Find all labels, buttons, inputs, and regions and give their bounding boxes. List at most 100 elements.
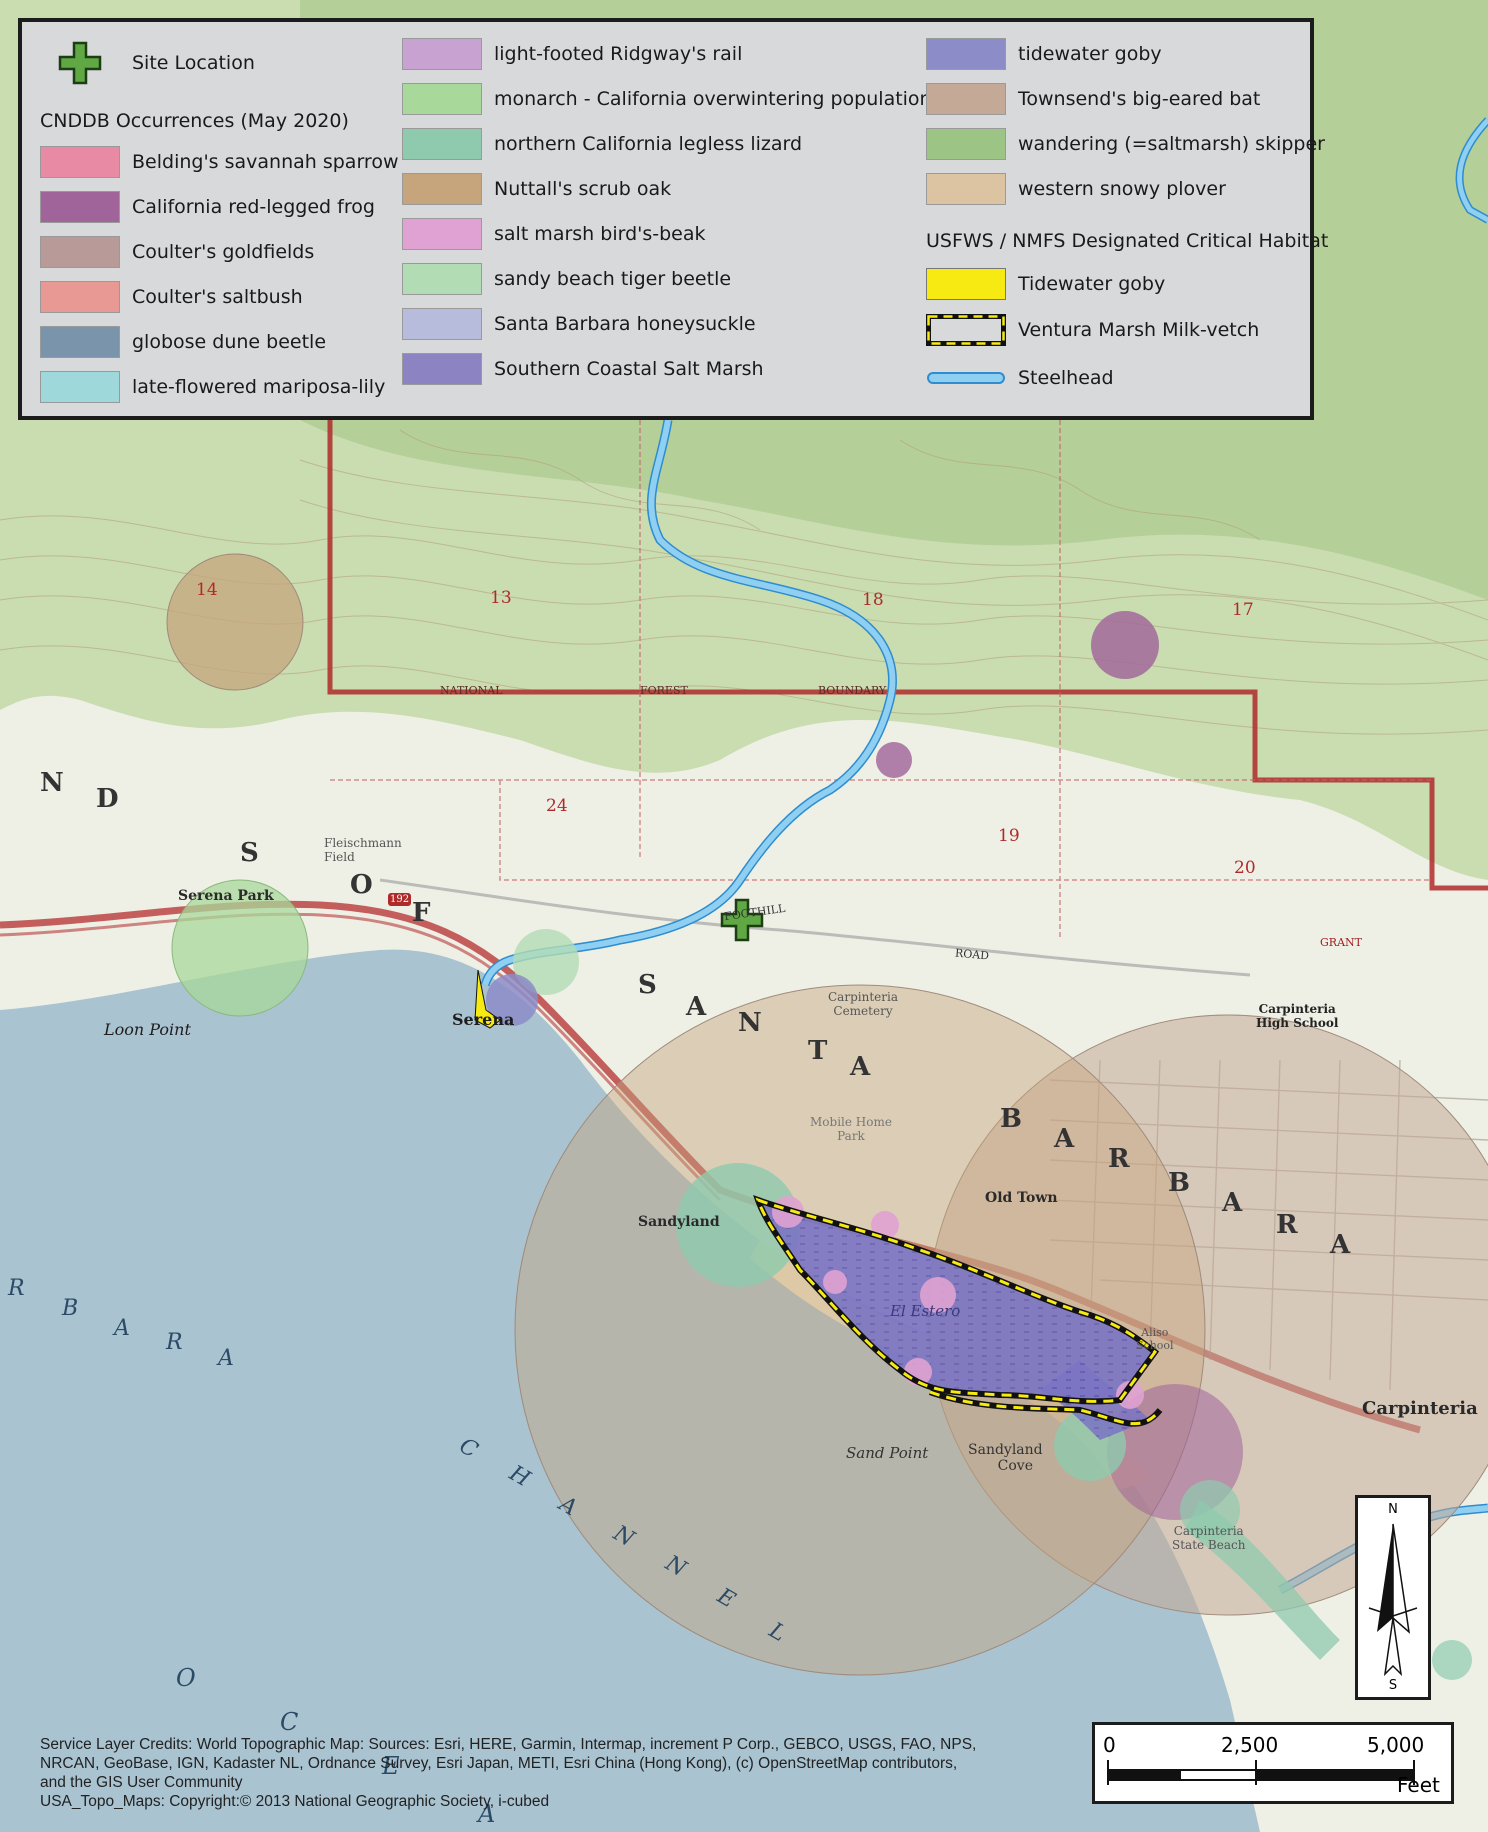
legend-item-label: western snowy plover <box>1018 178 1226 200</box>
label-boundary: BOUNDARY <box>818 684 887 697</box>
section-grid <box>330 420 1432 940</box>
ocean-letter: E <box>382 1752 400 1780</box>
label-fleischmann-line1: Fleischmann <box>324 836 402 850</box>
ventura-marsh-milk-vetch-lower[interactable] <box>929 1390 1162 1426</box>
label-school-line1: Aliso <box>1141 1326 1169 1339</box>
county-letter: A <box>1222 1188 1243 1218</box>
county-letter: S <box>638 970 657 1000</box>
label-el-estero: El Estero <box>890 1302 961 1320</box>
legend-critical-label: Steelhead <box>1018 367 1114 389</box>
legend-item-label: late-flowered mariposa-lily <box>132 376 386 398</box>
legend-item-label: California red-legged frog <box>132 196 375 218</box>
ocean <box>0 949 1260 1832</box>
label-carpinteria-high-school: Carpinteria High School <box>1256 1002 1338 1030</box>
label-section-14: 14 <box>196 580 218 600</box>
label-fleischmann-field: Fleischmann Field <box>324 836 402 864</box>
southern-coastal-salt-marsh[interactable] <box>758 1200 1155 1402</box>
channel-letter: R <box>8 1276 25 1301</box>
county-letter: O <box>350 870 373 900</box>
label-mobile-home-line2: Park <box>837 1129 865 1143</box>
label-section-24: 24 <box>546 796 568 816</box>
legend-critical-heading: USFWS / NMFS Designated Critical Habitat <box>926 230 1329 252</box>
scale-tick-5000: 5,000 <box>1367 1733 1425 1757</box>
legend-item-label: Southern Coastal Salt Marsh <box>494 358 764 380</box>
tidewater-goby-critical-habitat[interactable] <box>474 969 501 1029</box>
legend-item-label: Nuttall's scrub oak <box>494 178 672 200</box>
north-arrow: N S <box>1355 1495 1431 1700</box>
county-letter: S <box>240 838 259 868</box>
label-section-18: 18 <box>862 590 884 610</box>
legend-swatch <box>40 146 120 178</box>
scale-segment-fill <box>1109 1771 1181 1779</box>
site-location-marker[interactable] <box>720 898 764 942</box>
freeway-lane <box>0 912 722 1202</box>
county-letter: F <box>412 898 431 928</box>
legend-swatch <box>402 173 482 205</box>
occurrence-tidewater-goby-serena[interactable] <box>486 974 538 1026</box>
legend-item-label: Santa Barbara honeysuckle <box>494 313 756 335</box>
occurrence-beach-strip[interactable] <box>1185 1500 1340 1660</box>
occurrence-salt-marsh-birds-beak[interactable] <box>823 1270 847 1294</box>
occurrence-salt-marsh-birds-beak[interactable] <box>920 1277 956 1313</box>
legend-item-label: Coulter's goldfields <box>132 241 315 263</box>
legend-swatch <box>402 38 482 70</box>
label-sandyland: Sandyland <box>638 1214 720 1230</box>
county-letter: R <box>1108 1144 1130 1174</box>
county-letter: N <box>40 768 64 798</box>
site-location-icon <box>58 41 102 85</box>
legend-item-label: salt marsh bird's-beak <box>494 223 706 245</box>
county-letter: B <box>1000 1104 1022 1134</box>
legend-item-label: globose dune beetle <box>132 331 327 353</box>
label-sandyland-cove-line1: Sandyland <box>968 1442 1043 1458</box>
ocean-letter: C <box>280 1708 299 1736</box>
legend-swatch <box>402 83 482 115</box>
label-loon-point: Loon Point <box>104 1020 191 1039</box>
scale-unit: Feet <box>1397 1773 1440 1797</box>
ventura-marsh-milk-vetch[interactable] <box>755 1197 1158 1403</box>
county-letter: A <box>1054 1124 1075 1154</box>
occurrence-legless-lizard-east[interactable] <box>1432 1640 1472 1680</box>
legend-critical-label: Tidewater goby <box>1018 273 1166 295</box>
scale-segment-2 <box>1255 1769 1415 1781</box>
label-cemetery-line1: Carpinteria <box>828 990 898 1004</box>
occurrence-california-red-legged-frog[interactable] <box>1091 611 1159 679</box>
label-section-20: 20 <box>1234 858 1256 878</box>
occurrence-monarch[interactable] <box>171 879 309 1017</box>
legend-swatch <box>40 371 120 403</box>
legend-swatch <box>926 173 1006 205</box>
legend-swatch <box>402 353 482 385</box>
county-letter: A <box>1330 1230 1351 1260</box>
occurrence-northern-california-legless-lizard[interactable] <box>676 1163 800 1287</box>
county-letter: D <box>96 784 119 814</box>
occurrence-red-legged-frog-creek[interactable] <box>876 742 912 778</box>
steelhead-creek-upper-fill <box>1457 118 1488 223</box>
occurrence-salt-marsh-birds-beak[interactable] <box>871 1211 899 1239</box>
credits-line: USA_Topo_Maps: Copyright:© 2013 National… <box>40 1793 550 1810</box>
label-carpinteria-cemetery: Carpinteria Cemetery <box>828 990 898 1018</box>
occurrence-sandy-beach-tiger-beetle[interactable] <box>513 929 579 995</box>
legend-swatch <box>40 236 120 268</box>
occurrence-salt-marsh-birds-beak[interactable] <box>1116 1381 1144 1409</box>
legend-swatch <box>40 281 120 313</box>
legend-swatch <box>926 128 1006 160</box>
legend-item-label: tidewater goby <box>1018 43 1162 65</box>
map-legend: Site Location CNDDB Occurrences (May 202… <box>18 18 1328 420</box>
legend-cnddb-heading: CNDDB Occurrences (May 2020) <box>40 110 349 132</box>
legend-item-label: northern California legless lizard <box>494 133 803 155</box>
foothill-road <box>379 878 1251 977</box>
label-high-school-line2: High School <box>1256 1016 1339 1030</box>
legend-critical-label: Ventura Marsh Milk-vetch <box>1018 319 1260 341</box>
channel-letter: A <box>218 1346 234 1371</box>
credits-line: Service Layer Credits: World Topographic… <box>40 1736 977 1753</box>
label-sandyland-cove-line2: Cove <box>997 1458 1033 1474</box>
south-label: S <box>1388 1678 1398 1693</box>
legend-swatch <box>926 83 1006 115</box>
county-letter: A <box>686 992 707 1022</box>
legend-item-label: wandering (=saltmarsh) skipper <box>1018 133 1325 155</box>
legend-item-label: sandy beach tiger beetle <box>494 268 732 290</box>
occurrence-nuttalls-scrub-oak[interactable] <box>166 553 304 691</box>
label-national: NATIONAL <box>440 684 503 697</box>
channel-letter: R <box>166 1330 183 1355</box>
label-mobile-home-line1: Mobile Home <box>810 1115 892 1129</box>
credits-line: NRCAN, GeoBase, IGN, Kadaster NL, Ordnan… <box>40 1755 958 1772</box>
